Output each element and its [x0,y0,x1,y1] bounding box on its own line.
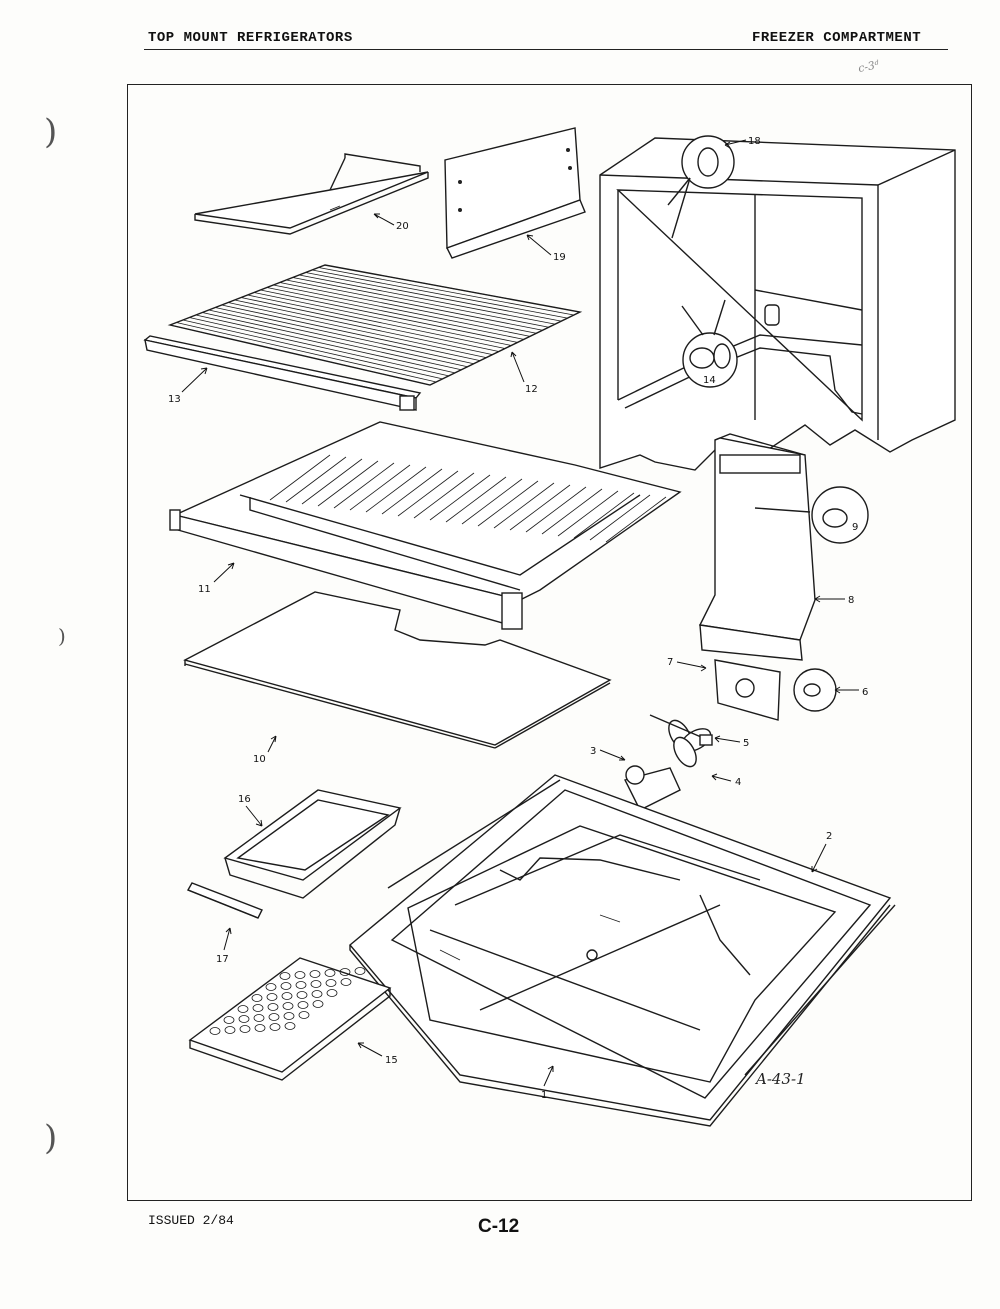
freezer-cabinet-section [599,135,956,471]
callout-15: 15 [357,1042,398,1066]
svg-text:9: 9 [852,522,858,533]
svg-text:20: 20 [396,221,409,232]
svg-text:4: 4 [735,777,741,788]
callout-10: 10 [253,735,277,765]
callout-2: 2 [811,831,832,873]
part-3-fan-motor [623,714,713,811]
part-17-bin-rail [186,882,263,919]
diagram-frame [127,84,972,1201]
svg-text:16: 16 [238,794,251,805]
part-10-flat-panel [183,591,612,749]
part-1-2-freezer-floor [349,774,896,1127]
part-20-shelf-tray [194,153,429,235]
header-left-title: TOP MOUNT REFRIGERATORS [148,30,353,46]
callout-12: 12 [510,351,538,395]
svg-text:8: 8 [848,595,854,606]
callout-7: 7 [667,657,707,672]
callout-13: 13 [168,367,208,405]
svg-text:7: 7 [667,657,673,668]
callout-19: 19 [526,234,566,263]
svg-text:12: 12 [525,384,538,395]
callout-5: 5 [714,735,749,749]
svg-text:6: 6 [862,687,868,698]
part-19-rear-panel [444,127,586,259]
callout-11: 11 [198,562,235,595]
svg-text:15: 15 [385,1055,398,1066]
svg-text:13: 13 [168,394,181,405]
part-15-ice-cube-tray [188,957,392,1081]
callout-4: 4 [711,773,741,788]
punch-hole-mark: ) [44,112,58,152]
part-16-ice-bin [223,789,402,899]
svg-text:2: 2 [826,831,832,842]
svg-text:17: 17 [216,954,229,965]
header-rule [144,49,948,50]
callout-16: 16 [238,794,263,827]
svg-text:19: 19 [553,252,566,263]
footer-issued: ISSUED 2/84 [148,1213,234,1228]
part-13-shelf-trim [143,335,422,411]
svg-text:14: 14 [703,375,716,386]
callout-6: 6 [834,686,868,698]
svg-text:11: 11 [198,584,211,595]
svg-text:5: 5 [743,738,749,749]
page-number: C-12 [478,1216,520,1237]
callout-9: 9 [852,522,858,533]
callout-1: 1 [541,1065,554,1101]
part-11-glass-shelf [169,421,682,630]
callout-8: 8 [814,595,854,606]
punch-hole-mark: ) [44,1118,58,1158]
svg-text:10: 10 [253,754,266,765]
punch-hole-mark: ) [58,624,66,648]
part-7-fan-bracket [714,659,837,721]
callout-14: 14 [703,375,716,386]
callout-18: 18 [724,136,761,149]
callout-3: 3 [590,746,626,761]
callout-20: 20 [373,213,409,232]
svg-text:3: 3 [590,746,596,757]
part-12-wire-shelf [167,264,583,386]
part-8-evaporator-cover [698,433,869,661]
callout-17: 17 [216,927,232,965]
header-right-title: FREEZER COMPARTMENT [752,30,922,46]
svg-text:1: 1 [541,1090,547,1101]
drawing-reference: A-43-1 [754,1070,806,1088]
svg-text:18: 18 [748,136,761,147]
